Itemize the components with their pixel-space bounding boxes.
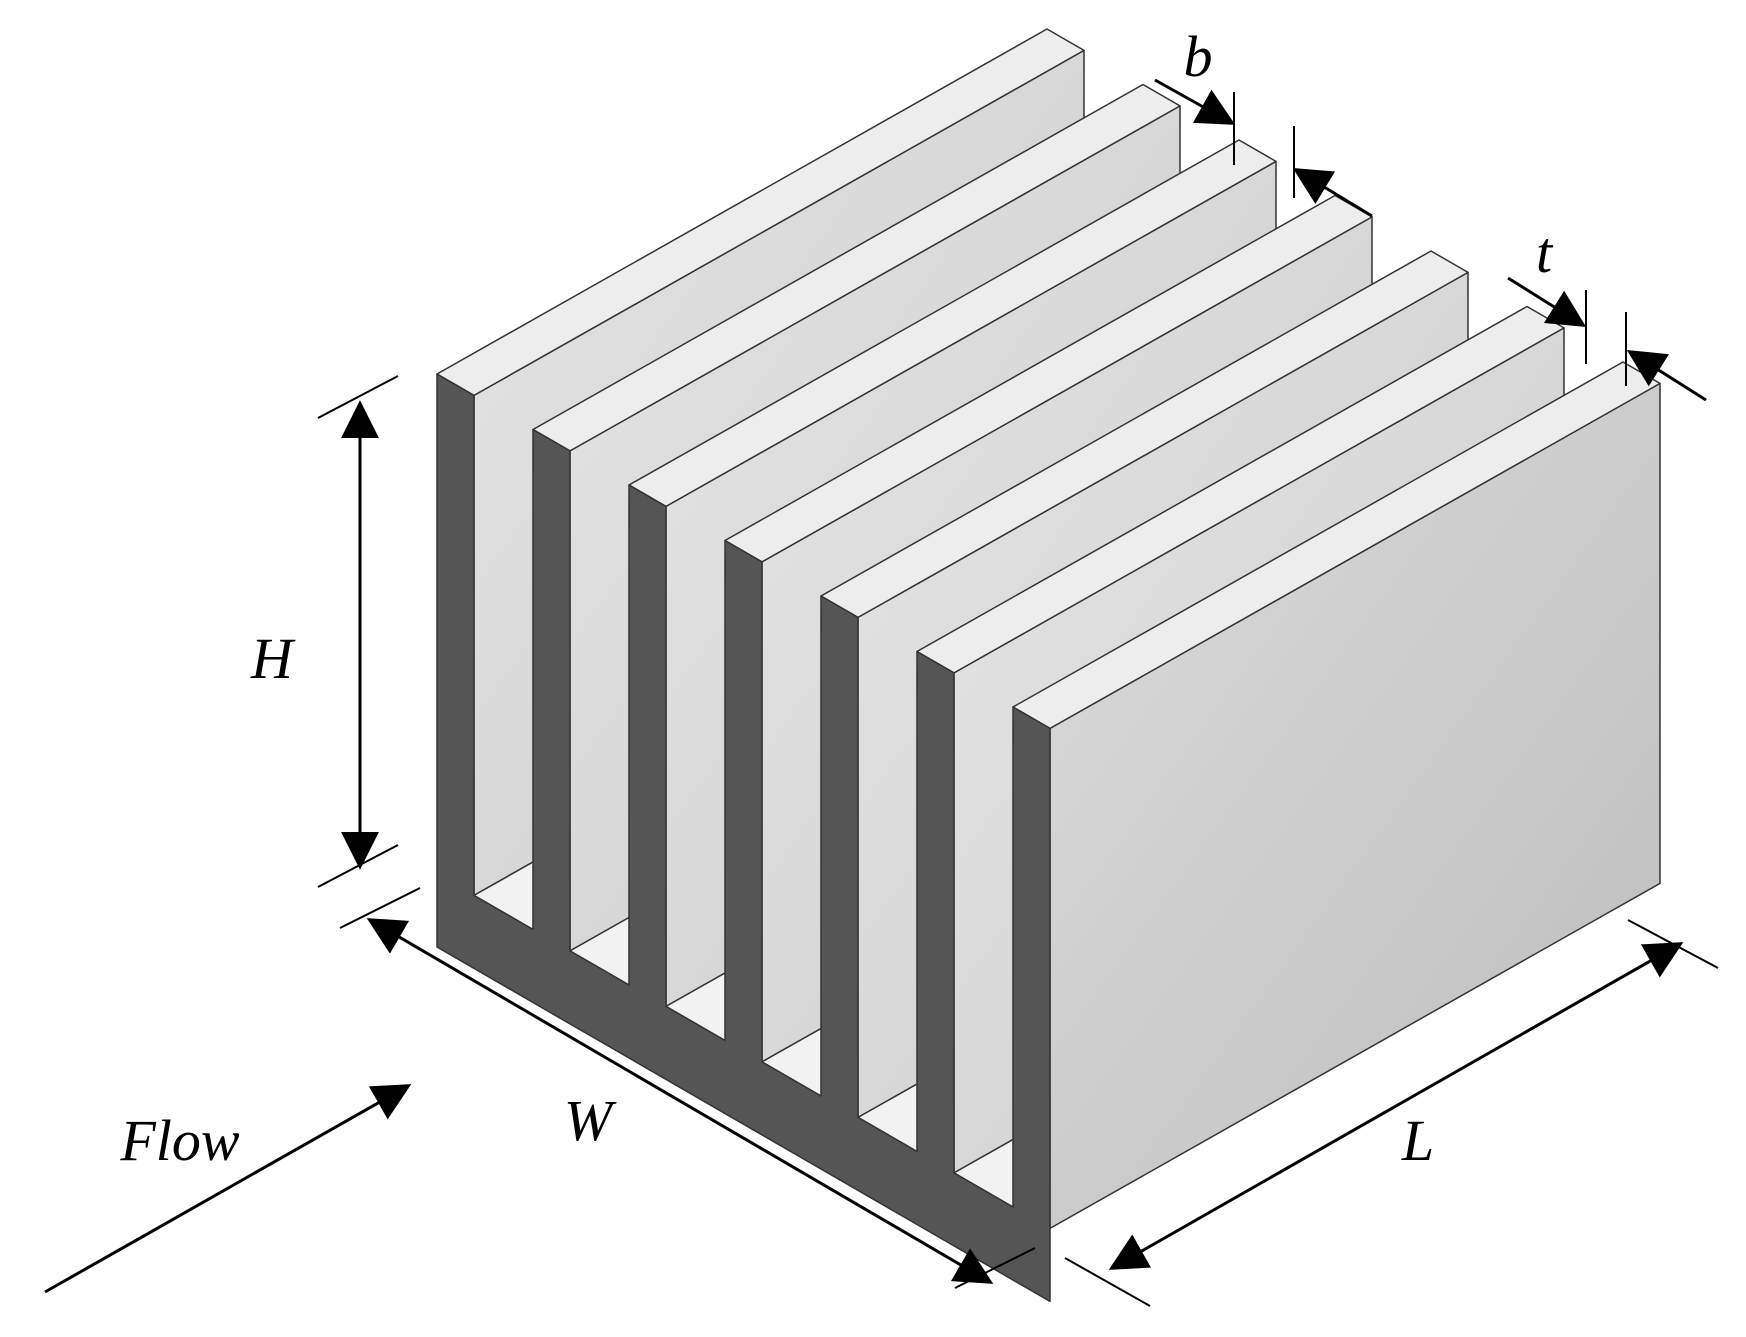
fin-gap-dimension: b xyxy=(1154,24,1373,218)
fin-thickness-label: t xyxy=(1536,220,1554,285)
flow-label: Flow xyxy=(119,1108,240,1173)
heat-sink xyxy=(436,28,1661,1303)
flow-arrow: Flow xyxy=(44,1084,412,1294)
height-dimension: H xyxy=(250,375,399,888)
height-label: H xyxy=(250,626,296,691)
fin-gap-label: b xyxy=(1184,24,1213,89)
length-label: L xyxy=(1401,1108,1434,1173)
width-dimension: W xyxy=(339,887,1036,1289)
length-dimension: L xyxy=(1064,919,1719,1307)
width-label: W xyxy=(564,1088,617,1153)
fin-thickness-dimension: t xyxy=(1507,220,1707,402)
